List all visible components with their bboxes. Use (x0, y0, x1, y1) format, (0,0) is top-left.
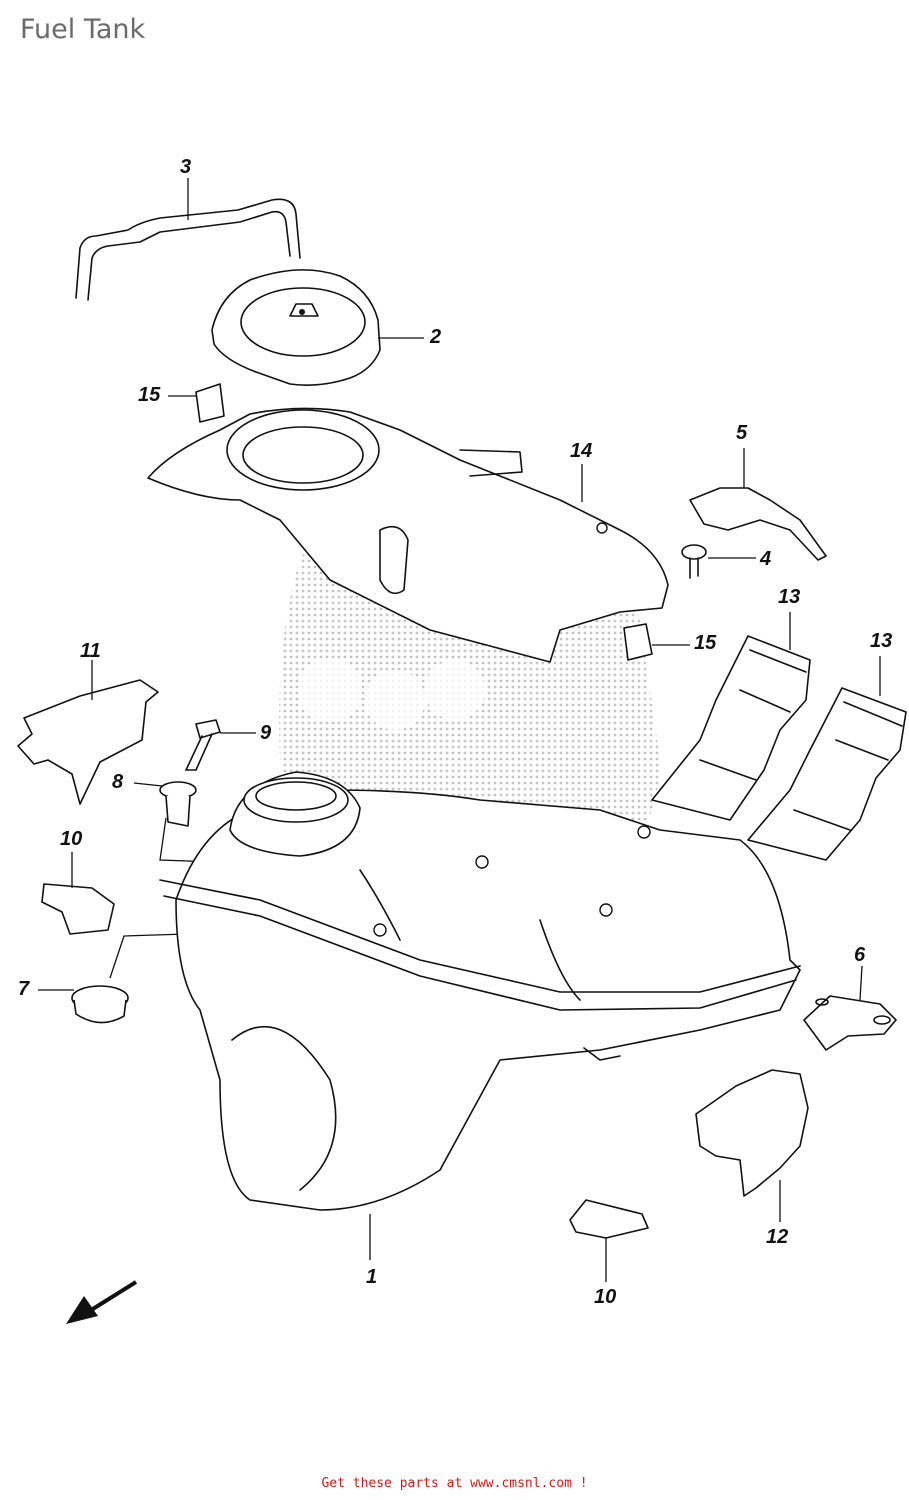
callout-12: 12 (766, 1226, 789, 1248)
part-9-bolt (185, 719, 221, 771)
callout-6: 6 (854, 944, 866, 966)
part-15-rubber-lower (623, 623, 653, 661)
callout-2: 2 (430, 326, 442, 348)
part-13-strap-right (747, 687, 907, 861)
part-15-rubber-upper (195, 383, 225, 423)
callout-13-right: 13 (870, 630, 893, 652)
callout-13-left: 13 (778, 586, 801, 608)
part-13-strap-left (651, 635, 811, 821)
callout-3: 3 (180, 156, 192, 178)
callout-7: 7 (18, 978, 30, 1000)
page-title: Fuel Tank (20, 14, 146, 45)
part-8-collar (159, 781, 197, 827)
callout-15-lower: 15 (694, 632, 717, 654)
part-12-guard (695, 1069, 809, 1197)
part-6-plate (803, 995, 897, 1051)
callout-5: 5 (736, 422, 748, 444)
callout-1: 1 (366, 1266, 378, 1288)
callout-10-upper: 10 (60, 828, 83, 850)
callout-15-upper: 15 (138, 384, 161, 406)
part-7-grommet (71, 985, 129, 1024)
part-1-fuel-tank (159, 771, 801, 1211)
callout-4: 4 (760, 548, 772, 570)
part-10-clip-lower (569, 1199, 649, 1239)
part-5-clamp (689, 487, 827, 561)
callout-11: 11 (80, 640, 101, 662)
part-11-bracket (17, 679, 159, 805)
callout-14: 14 (570, 440, 593, 462)
get-parts-link[interactable]: Get these parts at www.cmsnl.com ! (321, 1476, 588, 1491)
part-3-hose (75, 198, 301, 301)
part-10-clip-upper (41, 883, 115, 935)
part-14-tank-cover (147, 407, 669, 663)
part-2-fuel-cap (211, 269, 381, 386)
part-4-screw (681, 544, 707, 579)
front-direction-arrow-icon (66, 1280, 138, 1324)
callout-8: 8 (112, 771, 124, 793)
callout-9: 9 (260, 722, 272, 744)
callout-10-lower: 10 (594, 1286, 617, 1308)
